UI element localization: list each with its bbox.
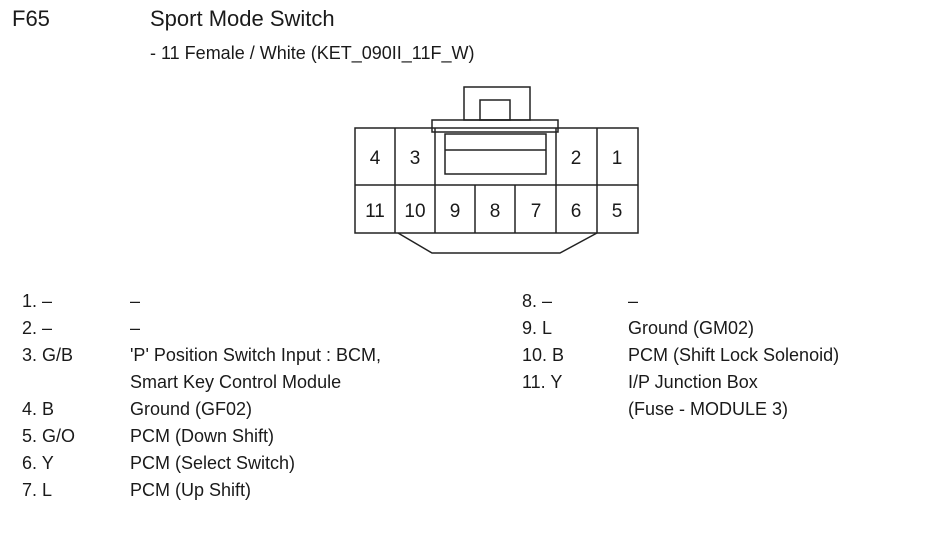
pin-description: (Fuse - MODULE 3)	[628, 399, 789, 419]
pin-row: 2. – –	[22, 315, 482, 342]
connector-face-diagram: 4 3 2 1 11 10 9 8 7 6 5	[354, 86, 639, 254]
pin-row-continuation: (Fuse - MODULE 3)	[522, 396, 932, 423]
pin-row: 7. L PCM (Up Shift)	[22, 477, 482, 504]
pin-number: 7. L	[22, 480, 53, 500]
connector-housing	[354, 86, 639, 254]
connector-code: F65	[12, 6, 50, 31]
pin-label-top: 1	[612, 148, 623, 169]
pin-number: 11. Y	[522, 372, 563, 392]
connector-subtitle: - 11 Female / White (KET_090II_11F_W)	[150, 43, 475, 63]
pin-row: 10. B PCM (Shift Lock Solenoid)	[522, 342, 932, 369]
connector-body	[354, 127, 639, 234]
pin-row: 6. Y PCM (Select Switch)	[22, 450, 482, 477]
pin-label-bottom: 6	[571, 201, 582, 222]
connector-title: Sport Mode Switch	[150, 6, 335, 31]
latch-base	[431, 119, 559, 133]
pin-description: PCM (Up Shift)	[130, 480, 252, 500]
key-slot	[444, 133, 547, 175]
pin-description: 'P' Position Switch Input : BCM,	[130, 345, 381, 365]
pin-number: 6. Y	[22, 453, 54, 473]
pin-label-bottom: 9	[450, 201, 461, 222]
pin-row: 8. – –	[522, 288, 932, 315]
pin-description: –	[628, 291, 639, 311]
pin-description: Ground (GM02)	[628, 318, 755, 338]
pin-description: Ground (GF02)	[130, 399, 253, 419]
pin-row: 4. B Ground (GF02)	[22, 396, 482, 423]
pin-number: 1. –	[22, 291, 53, 311]
pin-number: 10. B	[522, 345, 565, 365]
pin-label-bottom: 8	[490, 201, 501, 222]
pin-row: 1. – –	[22, 288, 482, 315]
pin-list-right: 8. – – 9. L Ground (GM02) 10. B PCM (Shift …	[522, 288, 932, 423]
latch-outer	[463, 86, 531, 121]
pin-label-top: 4	[370, 148, 381, 169]
pin-number: 5. G/O	[22, 426, 76, 446]
pin-description: PCM (Shift Lock Solenoid)	[628, 345, 840, 365]
pin-label-bottom: 11	[365, 201, 385, 222]
pin-row: 5. G/O PCM (Down Shift)	[22, 423, 482, 450]
pin-number: 9. L	[522, 318, 553, 338]
latch-inner	[479, 99, 511, 121]
pin-number: 4. B	[22, 399, 55, 419]
pin-label-top: 2	[571, 148, 582, 169]
pin-description: Smart Key Control Module	[130, 372, 342, 392]
pin-row: 11. Y I/P Junction Box	[522, 369, 932, 396]
pin-number: 2. –	[22, 318, 53, 338]
connector-skirt	[397, 232, 598, 254]
pin-description: –	[130, 291, 141, 311]
pin-row: 3. G/B 'P' Position Switch Input : BCM,	[22, 342, 482, 369]
pin-number-labels: 4 3 2 1 11 10 9 8 7 6 5	[365, 148, 622, 222]
pin-description: –	[130, 318, 141, 338]
pin-number: 3. G/B	[22, 345, 74, 365]
pin-row: 9. L Ground (GM02)	[522, 315, 932, 342]
pin-description: PCM (Select Switch)	[130, 453, 296, 473]
pin-label-bottom: 5	[612, 201, 623, 222]
pin-label-bottom: 10	[404, 201, 425, 222]
pin-label-top: 3	[410, 148, 421, 169]
pin-label-bottom: 7	[531, 201, 542, 222]
pin-list-left: 1. – – 2. – – 3. G/B 'P' Position Switch In…	[22, 288, 482, 504]
pin-description: PCM (Down Shift)	[130, 426, 275, 446]
pin-number: 8. –	[522, 291, 553, 311]
pin-description: I/P Junction Box	[628, 372, 758, 392]
pin-row-continuation: Smart Key Control Module	[22, 369, 482, 396]
